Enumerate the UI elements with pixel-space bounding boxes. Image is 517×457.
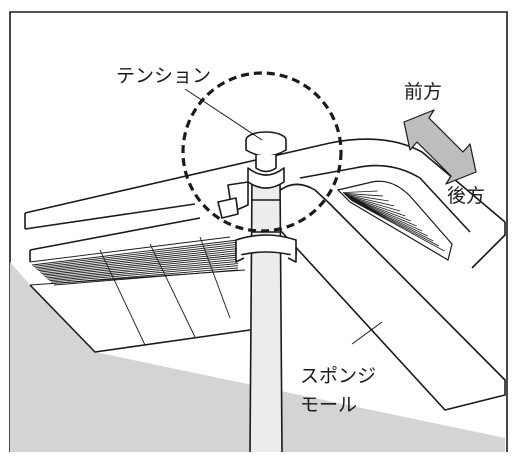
- pole-clamp: [217, 131, 297, 263]
- front-label: 前方: [404, 81, 442, 103]
- air-conditioner-unit: [24, 138, 506, 353]
- rear-label: 後方: [447, 185, 485, 207]
- air-outlet-right: [336, 180, 453, 261]
- louvre-grille: [29, 236, 246, 346]
- tension-label: テンション: [116, 65, 211, 87]
- ceiling-plane: [10, 262, 505, 452]
- sponge-leader-line: [351, 321, 383, 345]
- frame: [9, 11, 508, 452]
- front-rear-arrow-icon: [403, 109, 477, 185]
- sponge-label-line2: モール: [300, 394, 357, 416]
- detail-highlight-circle: [181, 71, 343, 233]
- tension-leader-line: [184, 88, 263, 141]
- sponge-label-line1: スポンジ: [300, 365, 376, 387]
- tension-pole: [249, 177, 283, 453]
